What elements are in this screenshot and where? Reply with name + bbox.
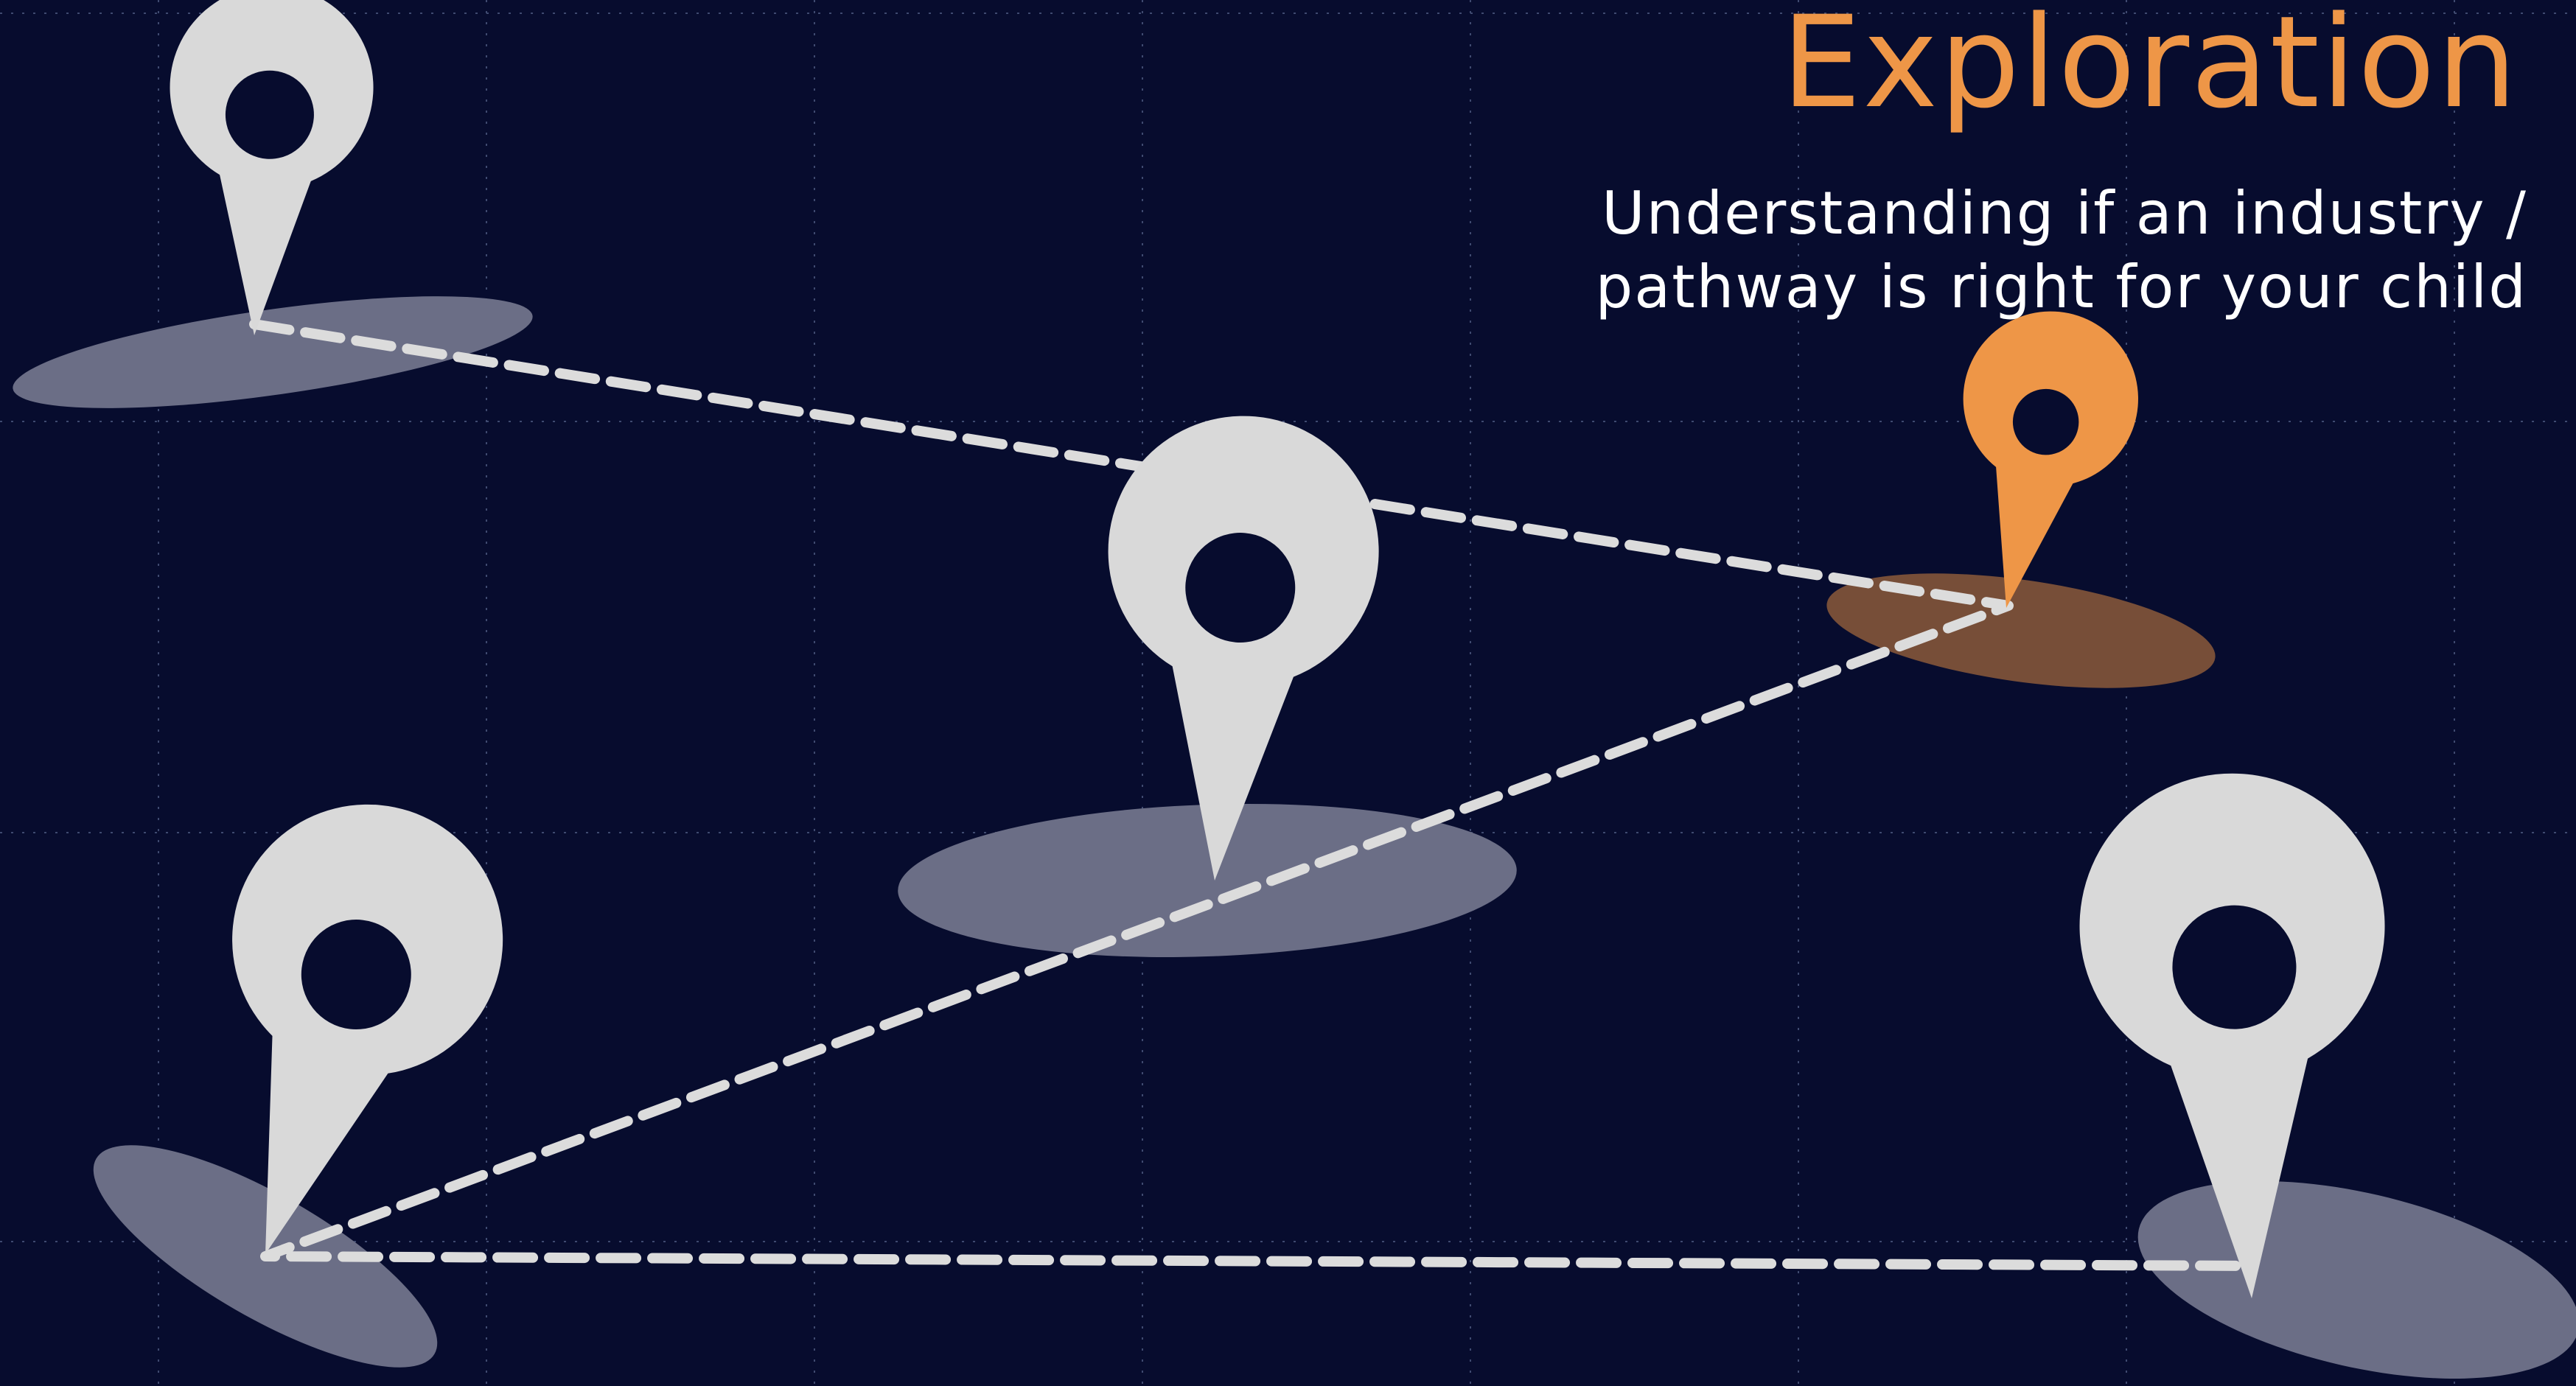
- pin-shadow-bottom-left: [93, 1145, 438, 1368]
- pin-shadow-center: [898, 804, 1517, 957]
- slide-subtitle: Understanding if an industry / pathway i…: [1595, 179, 2527, 321]
- pin-shadow-right-highlighted: [1826, 573, 2216, 688]
- map-pin-icon: [1080, 405, 1390, 892]
- map-pin-icon: [2071, 766, 2404, 1306]
- route-path: [249, 319, 2257, 1271]
- map-pin-icon: [136, 769, 538, 1296]
- map-pin-icon-highlighted: [1920, 295, 2155, 626]
- map-pin-icon: [153, 0, 380, 343]
- slide-title: Exploration: [1781, 0, 2519, 136]
- pin-shadow-top-left: [13, 296, 533, 408]
